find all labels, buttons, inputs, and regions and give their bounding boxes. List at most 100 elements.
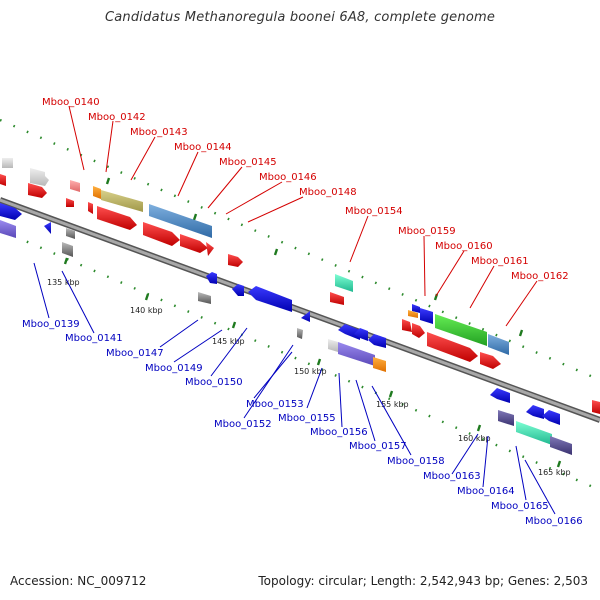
map-title: Candidatus Methanoregula boonei 6A8, com…: [104, 10, 496, 25]
tick-label: 145 kbp: [212, 337, 245, 346]
gene-feature[interactable]: [180, 234, 208, 253]
tick-label: 160 kbp: [458, 434, 491, 443]
gene-label[interactable]: Mboo_0144: [174, 142, 232, 153]
gene-label[interactable]: Mboo_0140: [42, 97, 100, 108]
genome-summary-text: Topology: circular; Length: 2,542,943 bp…: [258, 574, 588, 588]
gene-feature[interactable]: [66, 228, 75, 239]
major-tick: [63, 257, 69, 265]
major-ticks: [63, 177, 562, 468]
gene-feature[interactable]: [101, 190, 143, 212]
gene-label[interactable]: Mboo_0145: [219, 157, 277, 168]
tick-track-lower: [0, 228, 600, 492]
gene-feature[interactable]: [97, 206, 137, 230]
gene-label[interactable]: Mboo_0165: [491, 501, 549, 512]
gene-feature[interactable]: [2, 158, 13, 168]
gene-label[interactable]: Mboo_0164: [457, 486, 515, 497]
gene-feature[interactable]: [526, 405, 544, 419]
gene-feature[interactable]: [412, 304, 420, 313]
gene-label[interactable]: Mboo_0147: [106, 348, 164, 359]
gene-feature[interactable]: [44, 222, 51, 234]
major-tick: [273, 248, 279, 256]
gene-feature[interactable]: [0, 220, 16, 238]
gene-feature[interactable]: [301, 311, 310, 322]
gene-feature[interactable]: [143, 222, 180, 246]
gene-label[interactable]: Mboo_0163: [423, 471, 481, 482]
gene-feature[interactable]: [0, 174, 6, 186]
gene-label[interactable]: Mboo_0142: [88, 112, 146, 123]
gene-label[interactable]: Mboo_0152: [214, 419, 272, 430]
gene-feature[interactable]: [338, 342, 375, 366]
gene-label[interactable]: Mboo_0143: [130, 127, 188, 138]
gene-label[interactable]: Mboo_0166: [525, 516, 583, 527]
gene-feature[interactable]: [330, 292, 344, 305]
gene-label[interactable]: Mboo_0154: [345, 206, 403, 217]
gene-feature[interactable]: [232, 284, 244, 296]
gene-feature[interactable]: [408, 310, 418, 318]
tick-label: 150 kbp: [294, 367, 327, 376]
gene-feature[interactable]: [28, 183, 47, 198]
gene-feature[interactable]: [62, 242, 73, 257]
gene-feature[interactable]: [248, 286, 292, 312]
gene-feature[interactable]: [592, 400, 600, 414]
gene-feature[interactable]: [206, 242, 214, 256]
gene-feature[interactable]: [149, 204, 212, 238]
gene-feature[interactable]: [427, 332, 478, 362]
gene-feature[interactable]: [338, 324, 360, 340]
gene-feature[interactable]: [354, 328, 368, 341]
gene-label[interactable]: Mboo_0158: [387, 456, 445, 467]
gene-feature[interactable]: [297, 328, 303, 339]
major-tick: [316, 358, 322, 366]
gene-feature[interactable]: [328, 339, 338, 352]
accession-text: Accession: NC_009712: [10, 574, 147, 588]
gene-label[interactable]: Mboo_0146: [259, 172, 317, 183]
gene-label[interactable]: Mboo_0159: [398, 226, 456, 237]
gene-label[interactable]: Mboo_0157: [349, 441, 407, 452]
label-leaders-top: [68, 105, 538, 327]
tick-label: 155 kbp: [376, 400, 409, 409]
gene-feature[interactable]: [0, 203, 22, 220]
major-tick: [105, 177, 111, 185]
major-tick: [556, 460, 562, 468]
gene-feature[interactable]: [228, 254, 243, 267]
label-leaders-bottom: [33, 262, 556, 515]
gene-label[interactable]: Mboo_0162: [511, 271, 569, 282]
gene-feature[interactable]: [30, 168, 49, 186]
gene-feature[interactable]: [335, 274, 353, 292]
gene-label[interactable]: Mboo_0150: [185, 377, 243, 388]
gene-feature[interactable]: [550, 436, 572, 455]
gene-feature[interactable]: [488, 334, 509, 355]
gene-feature[interactable]: [66, 198, 74, 207]
reverse-strand-genes: [0, 203, 572, 455]
tick-label: 135 kbp: [47, 278, 80, 287]
gene-feature[interactable]: [93, 186, 101, 199]
gene-label[interactable]: Mboo_0160: [435, 241, 493, 252]
gene-feature[interactable]: [70, 180, 80, 192]
major-tick: [518, 329, 524, 337]
tick-labels: 135 kbp 140 kbp 145 kbp 150 kbp 155 kbp …: [47, 278, 571, 477]
gene-label[interactable]: Mboo_0149: [145, 363, 203, 374]
gene-feature[interactable]: [88, 202, 93, 214]
gene-feature[interactable]: [435, 314, 487, 346]
forward-strand-genes: [0, 158, 600, 414]
gene-feature[interactable]: [373, 357, 386, 372]
gene-label[interactable]: Mboo_0148: [299, 187, 357, 198]
gene-feature[interactable]: [516, 421, 552, 445]
gene-feature[interactable]: [402, 319, 412, 332]
gene-feature[interactable]: [542, 410, 560, 425]
gene-feature[interactable]: [198, 292, 211, 304]
gene-feature[interactable]: [490, 388, 510, 403]
genome-backbone: [0, 197, 600, 423]
gene-label[interactable]: Mboo_0139: [22, 319, 80, 330]
gene-feature[interactable]: [368, 334, 386, 348]
gene-label[interactable]: Mboo_0161: [471, 256, 529, 267]
gene-feature[interactable]: [420, 308, 433, 324]
gene-feature[interactable]: [480, 352, 501, 369]
gene-label[interactable]: Mboo_0153: [246, 399, 304, 410]
gene-label[interactable]: Mboo_0155: [278, 413, 336, 424]
forward-gene-labels: Mboo_0140 Mboo_0142 Mboo_0143 Mboo_0144 …: [42, 97, 569, 282]
gene-feature[interactable]: [206, 272, 217, 284]
gene-label[interactable]: Mboo_0141: [65, 333, 123, 344]
gene-feature[interactable]: [412, 323, 425, 338]
gene-feature[interactable]: [498, 410, 514, 426]
gene-label[interactable]: Mboo_0156: [310, 427, 368, 438]
